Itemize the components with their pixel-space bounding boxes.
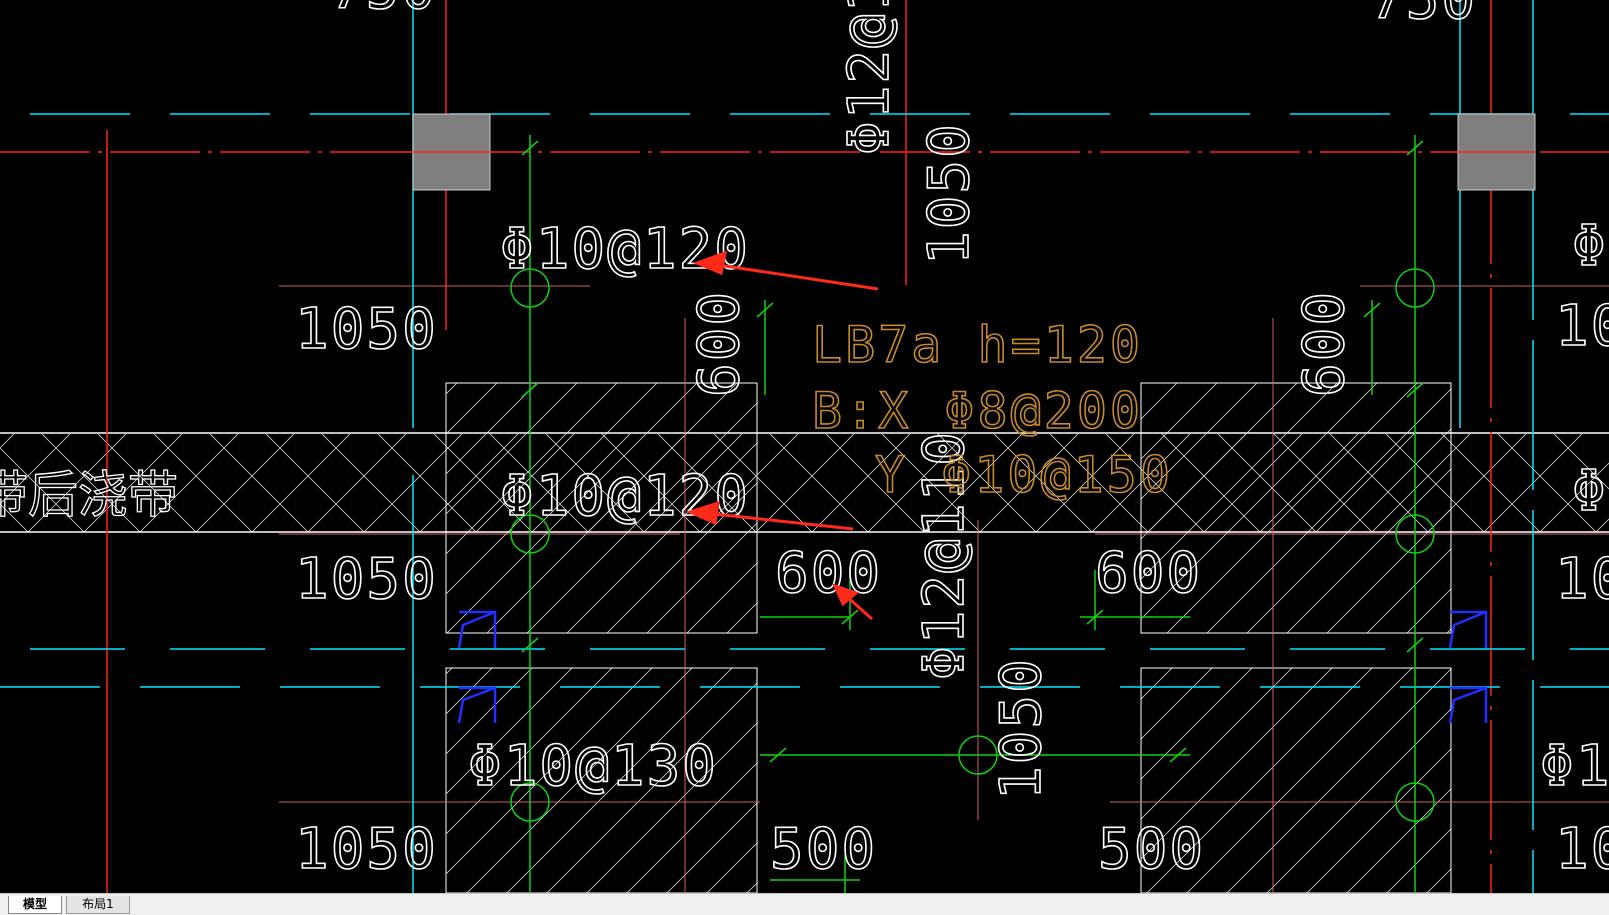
slab-label-line2: B:X Φ8@200 [812,382,1143,440]
dim-500-a: 500 [770,817,877,882]
guide-lines-pink [279,285,1609,893]
dim-1050-vertical-top: 1050 [917,122,982,265]
rebar-circle [510,268,550,308]
slab-annotation: LB7a h=120 B:X Φ8@200 Y Φ10@150 [811,315,1173,505]
rebar-circle [510,782,550,822]
dim-1050-c: 1050 [295,817,438,882]
arrow-mid [704,511,854,531]
rebar-circle [510,514,550,554]
rebar-label-right-top: Φ1 [1572,214,1609,279]
dim-600-h2: 600 [1095,541,1202,606]
dimension-texts: 750 750 1050 1050 1050 500 500 600 600 1… [294,0,1609,883]
dim-105-r3: 105 [1555,817,1609,882]
slab-label-line3: Y Φ10@150 [875,446,1173,504]
rebar-circle [1395,514,1435,554]
arrow-head-small [832,583,860,607]
rebar-label-vertical-top: Φ12@110 [837,0,902,155]
columns [412,113,1536,191]
rebar-annotations: Φ10@120 Φ10@120 Φ10@130 Φ12@110 Φ12@110 … [0,0,1609,800]
tab-layout1[interactable]: 布局1 [66,896,130,914]
rebar-circle [958,735,998,775]
dim-1050-vertical-mid: 1050 [989,657,1054,800]
tab-model[interactable]: 模型 [8,896,62,914]
rebar-circle [1395,782,1435,822]
post-pour-band-label: 带后浇带 [0,466,178,524]
rebar-label-top-left: Φ10@120 [500,217,750,282]
dim-1050-a: 1050 [295,297,438,362]
hatched-slabs [445,382,1452,893]
layout-tab-bar: 模型 布局1 [0,893,1609,915]
blue-wall-markers [457,610,1488,724]
rebar-label-bottom-left: Φ10@130 [468,734,718,799]
dim-750-right: 750 [1370,0,1477,32]
rebar-lines-green [510,135,1435,893]
tick-marks [521,140,1424,763]
dim-600-h1: 600 [775,541,882,606]
dim-600-vertical-left: 600 [687,290,752,397]
cad-drawing-canvas[interactable]: 750 750 1050 1050 1050 500 500 600 600 1… [0,0,1609,893]
post-pour-band [0,432,1609,533]
annotation-arrows [685,250,879,621]
dim-105-r1: 105 [1555,294,1609,359]
rebar-label-right-bottom: Φ10 [1540,734,1609,799]
arrow-head-mid [685,500,720,526]
dim-1050-b: 1050 [295,547,438,612]
rebar-label-right-mid: Φ [1572,459,1608,524]
rebar-label-vertical-mid: Φ12@110 [912,430,977,680]
dim-750-left: 750 [330,0,437,22]
dim-500-b: 500 [1098,817,1205,882]
slab-label-line1: LB7a h=120 [812,316,1143,374]
arrow-top [711,262,879,291]
rebar-circle [1395,268,1435,308]
dim-600-vertical-right: 600 [1292,290,1357,397]
dim-105-r2: 105 [1555,547,1609,612]
arrow-head-top [692,250,727,276]
